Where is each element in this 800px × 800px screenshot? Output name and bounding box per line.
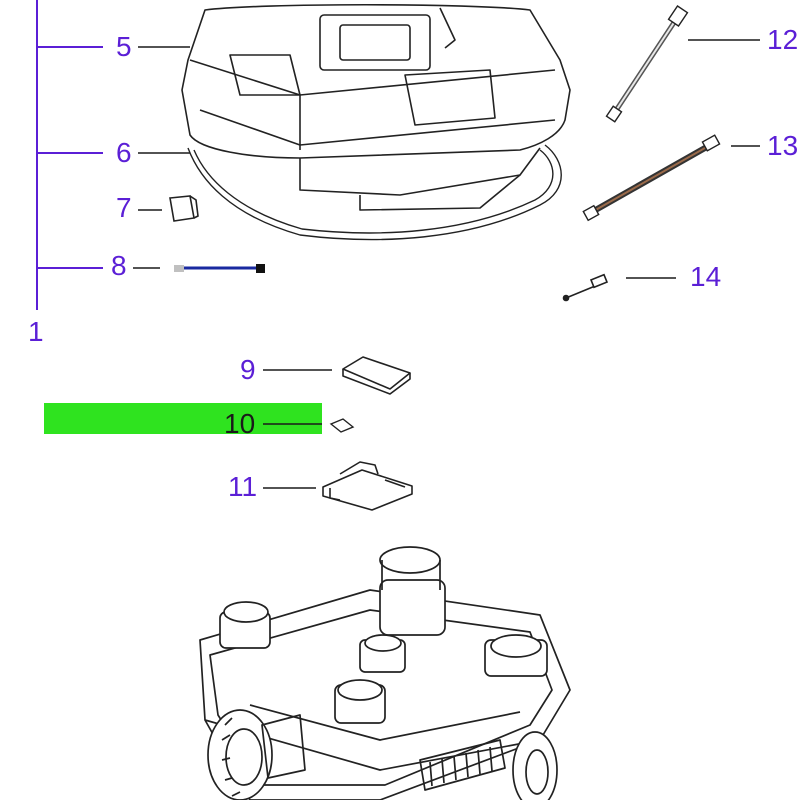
base-chassis-assembly (199, 546, 571, 800)
assembly-bracket (36, 0, 103, 310)
part-10-highlight-bar (44, 403, 322, 434)
callout-14: 14 (690, 261, 722, 292)
callout-5: 5 (116, 31, 132, 62)
callout-6: 6 (116, 137, 132, 168)
part-14-cable (562, 273, 609, 302)
part-11-tray (322, 461, 413, 511)
callout-8: 8 (111, 250, 127, 281)
part-8-cable (174, 264, 265, 273)
callout-13: 13 (767, 130, 799, 161)
callout-11: 11 (228, 471, 258, 502)
part-5-top-cover (181, 3, 571, 211)
callout-7: 7 (116, 192, 132, 223)
callout-9: 9 (240, 354, 256, 385)
part-10-chip (329, 418, 355, 433)
part-7-block (169, 195, 199, 222)
part-13-cable (582, 134, 721, 222)
leader-lines (133, 39, 760, 489)
part-9-board (342, 356, 411, 395)
callout-10: 10 (224, 408, 256, 439)
part-6-gasket (187, 144, 562, 241)
callout-1: 1 (28, 316, 44, 347)
callout-12: 12 (767, 24, 799, 55)
part-12-cable (605, 5, 689, 123)
